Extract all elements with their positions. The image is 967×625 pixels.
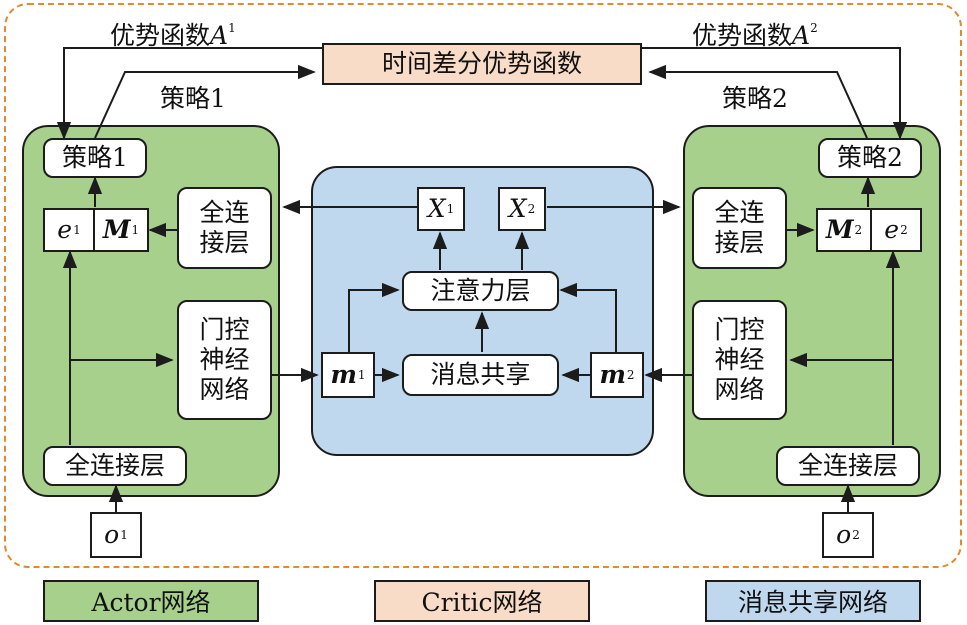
policy2-edge-label: 策略2 <box>722 84 788 113</box>
policy1-edge-label: 策略1 <box>160 84 226 113</box>
fc-layer-bottom-left: 全连接层 <box>43 446 187 486</box>
advantage-label-left: 优势函数A1 <box>110 21 236 50</box>
legend-critic-network: Critic网络 <box>374 580 590 622</box>
advantage-label-right: 优势函数A2 <box>692 21 818 50</box>
td-advantage-function-box: 时间差分优势函数 <box>322 43 642 85</box>
gru-box-left: 门控神经网络 <box>177 300 272 420</box>
legend-message-sharing-network: 消息共享网络 <box>705 580 921 622</box>
gru-box-right: 门控神经网络 <box>692 300 787 420</box>
outer-dashed-frame <box>4 3 962 568</box>
message-sharing-box: 消息共享 <box>402 354 559 396</box>
policy2-box: 策略2 <box>818 138 922 178</box>
fc-layer-bottom-right: 全连接层 <box>776 446 920 486</box>
legend-actor-network: Actor网络 <box>43 580 259 622</box>
attention-layer-box: 注意力层 <box>402 271 559 311</box>
fc-layer-top-right: 全连接层 <box>692 187 787 269</box>
message-panel <box>311 166 654 456</box>
policy1-box: 策略1 <box>43 138 147 178</box>
fc-layer-top-left: 全连接层 <box>177 187 272 269</box>
